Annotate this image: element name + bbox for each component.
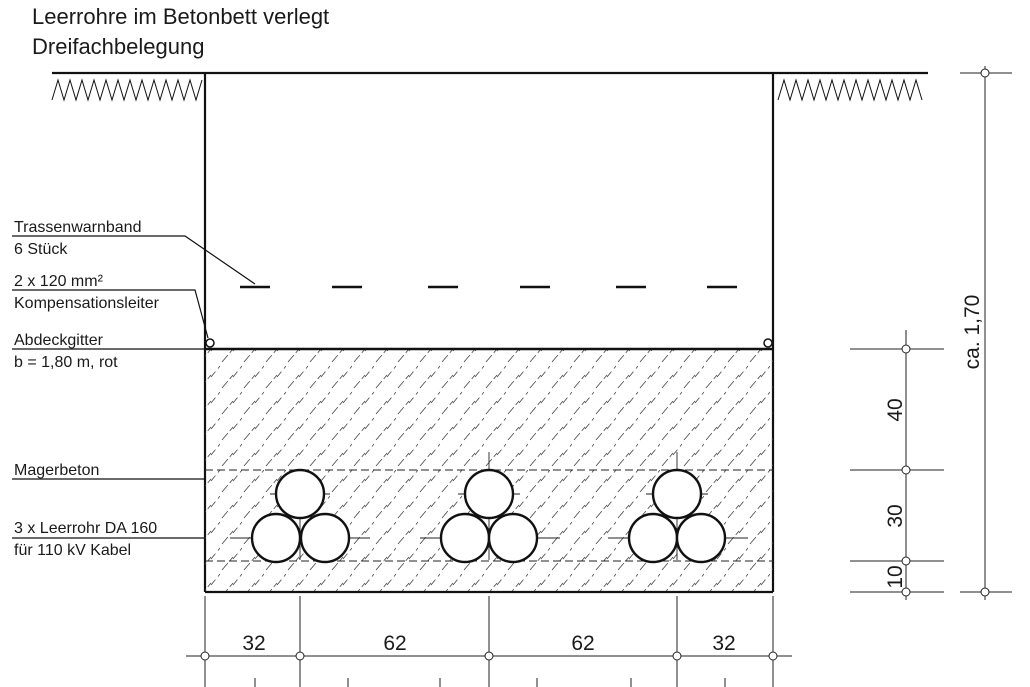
conduit-bundle-1 [230,468,370,564]
conduit [439,512,491,564]
title-line-2: Dreifachbelegung [32,34,204,59]
label-conduit-count: 3 x Leerrohr DA 160 [14,520,157,537]
dim-v-bottom-layer: 10 [884,565,907,588]
horizontal-dimension-chain [186,596,792,687]
vertical-dimension-chain [850,330,944,600]
conduit [299,512,351,564]
annotation-leaders [12,235,256,539]
conduit [487,512,539,564]
label-cover-grid-width: b = 1,80 m, rot [14,354,118,371]
total-depth-dimension [960,66,1012,600]
conduit-bundle-2 [420,452,560,564]
conduit [250,512,302,564]
dim-total-depth: ca. 1,70 [961,295,984,370]
conduit [463,468,515,520]
dim-h-3: 62 [571,632,594,655]
compensation-conductor-right [763,338,773,348]
compensation-conductor-left [205,338,215,348]
conduit [627,512,679,564]
label-compensation-size: 2 x 120 mm² [14,273,104,290]
label-warning-tape-count: 6 Stück [14,241,68,258]
conduit [651,468,703,520]
conduit [274,468,326,520]
dim-v-middle-layer: 30 [884,504,907,527]
ground-surface [51,71,928,102]
label-compensation-conductor: Kompensationsleiter [14,295,160,312]
dim-h-4: 32 [712,632,735,655]
label-cover-grid: Abdeckgitter [14,332,104,349]
title-line-1: Leerrohre im Betonbett verlegt [32,4,329,29]
label-conduit-purpose: für 110 kV Kabel [14,542,131,559]
label-warning-tape: Trassenwarnband [14,219,141,236]
label-lean-concrete: Magerbeton [14,462,99,479]
dim-v-top-layer: 40 [884,398,907,421]
dim-h-2: 62 [383,632,406,655]
conduit-bundle-3 [608,452,748,564]
conduit [675,512,727,564]
dim-h-1: 32 [242,632,265,655]
